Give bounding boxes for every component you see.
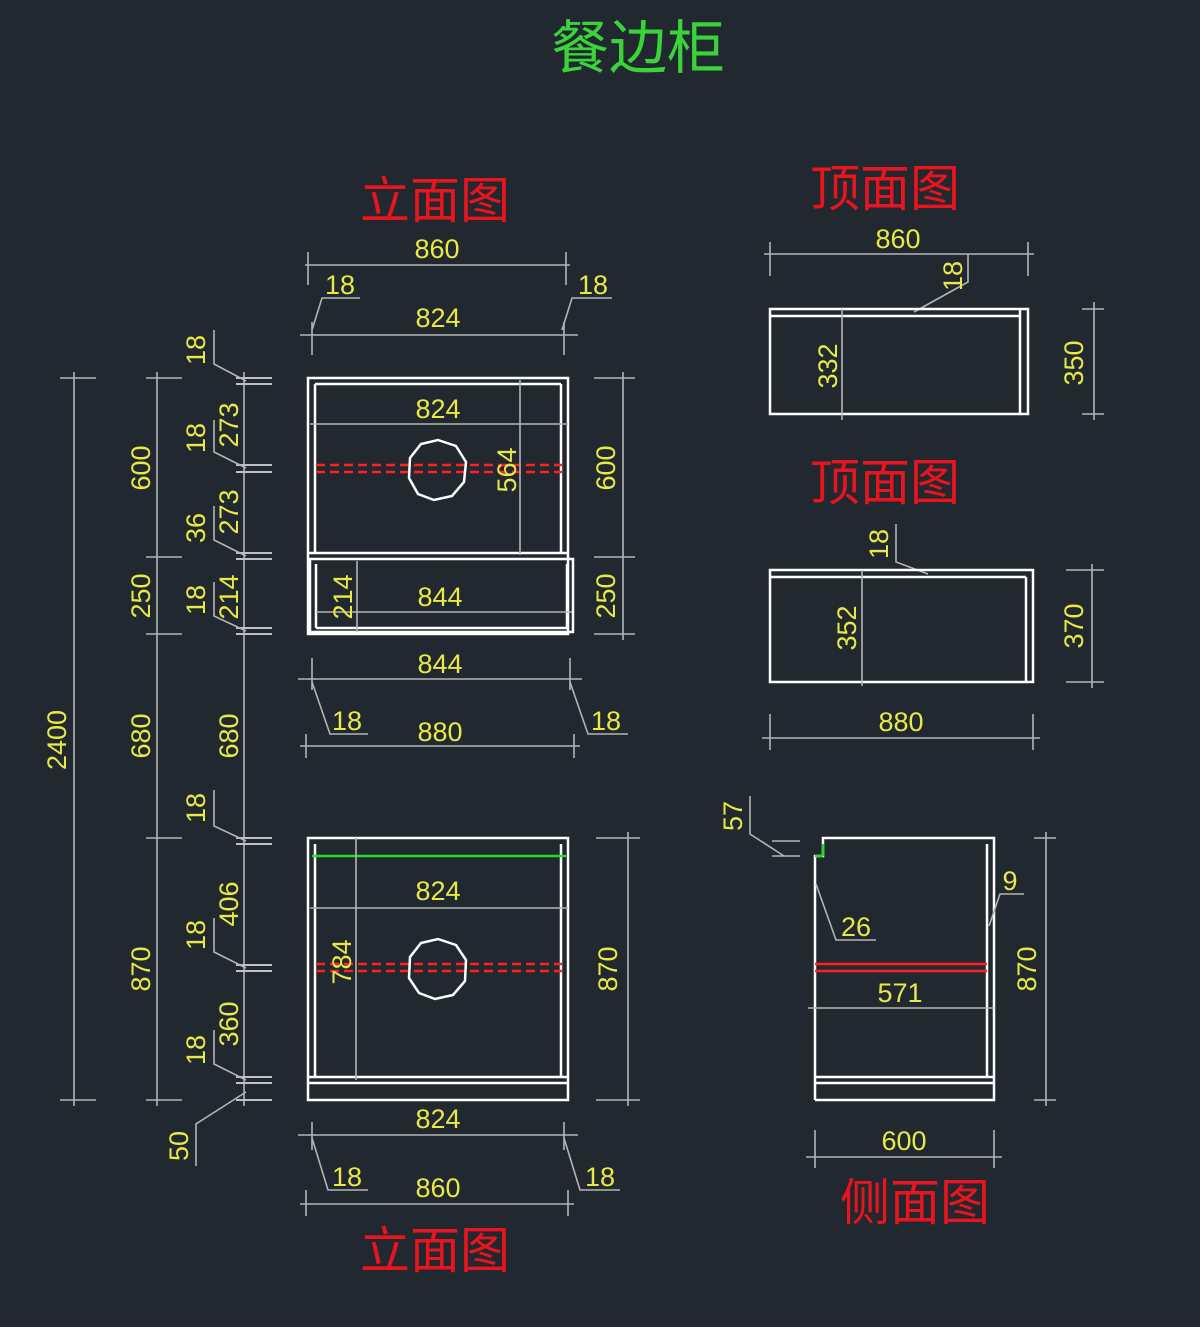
dim-l1-18d: 18 xyxy=(181,793,211,823)
dim-upper-844-bottom: 844 xyxy=(417,649,462,679)
dim-l0-406: 406 xyxy=(214,881,244,926)
lower-elevation: 824 784 870 824 18 18 860 立面图 xyxy=(298,832,640,1280)
dim-upper-824-top: 824 xyxy=(415,303,460,333)
drawing-title: 餐边柜 xyxy=(551,14,725,82)
lower-elevation-label: 立面图 xyxy=(360,1222,510,1280)
dim-upper-860: 860 xyxy=(414,234,459,264)
dim-l1-18e: 18 xyxy=(181,920,211,950)
upper-elevation: 立面图 860 18 18 824 824 xyxy=(298,172,635,758)
dim-l1-18b: 18 xyxy=(181,423,211,453)
dim-top1-860: 860 xyxy=(875,224,920,254)
top-view-2-label: 顶面图 xyxy=(810,454,960,512)
dim-l0-273b: 273 xyxy=(214,489,244,534)
dim-side-57: 57 xyxy=(718,801,748,831)
dim-lower-870-right: 870 xyxy=(593,946,623,991)
dim-l0-360: 360 xyxy=(214,1001,244,1046)
dim-l2-250: 250 xyxy=(126,573,156,618)
dim-side-600: 600 xyxy=(881,1126,926,1156)
dim-l1-18f: 18 xyxy=(181,1035,211,1065)
dim-lower-784: 784 xyxy=(327,939,357,984)
dim-upper-250-right: 250 xyxy=(591,573,621,618)
dim-upper-824-shelf: 824 xyxy=(415,394,460,424)
dim-l0-680: 680 xyxy=(214,713,244,758)
top-view-1-label: 顶面图 xyxy=(810,160,960,218)
dim-upper-214-drawer: 214 xyxy=(328,574,358,619)
dim-top2-18: 18 xyxy=(864,529,894,559)
top-view-1: 顶面图 860 18 332 350 xyxy=(764,160,1104,420)
dim-upper-18-right: 18 xyxy=(578,270,608,300)
dim-lower-18-right: 18 xyxy=(585,1162,615,1192)
dim-side-870: 870 xyxy=(1012,946,1042,991)
side-view-label: 侧面图 xyxy=(840,1174,990,1232)
side-view: 57 26 9 571 870 600 侧面图 xyxy=(718,796,1056,1232)
dim-top2-880: 880 xyxy=(878,707,923,737)
dim-lower-860: 860 xyxy=(415,1173,460,1203)
upper-elevation-label: 立面图 xyxy=(360,172,510,230)
dim-upper-844-drawer: 844 xyxy=(417,582,462,612)
dim-l1-18a: 18 xyxy=(181,335,211,365)
dim-l1-36: 36 xyxy=(181,513,211,543)
dim-top2-370: 370 xyxy=(1059,603,1089,648)
dim-side-9: 9 xyxy=(1002,866,1017,896)
dim-l0-214: 214 xyxy=(214,574,244,619)
cable-hole-lower xyxy=(407,937,468,1001)
dim-l1-50: 50 xyxy=(164,1131,194,1161)
top-view-2: 顶面图 18 352 370 880 xyxy=(762,454,1104,750)
dim-top1-332: 332 xyxy=(813,343,843,388)
dim-top2-352: 352 xyxy=(832,605,862,650)
dim-l2-680: 680 xyxy=(126,713,156,758)
cable-hole-upper xyxy=(407,438,468,502)
dim-l1-18c: 18 xyxy=(181,585,211,615)
dim-top1-350: 350 xyxy=(1059,340,1089,385)
dim-upper-564: 564 xyxy=(492,447,522,492)
dim-upper-880: 880 xyxy=(417,717,462,747)
dim-side-571: 571 xyxy=(877,978,922,1008)
dim-upper-600-right: 600 xyxy=(591,445,621,490)
dim-upper-18-bottom-left: 18 xyxy=(332,706,362,736)
dim-lower-18-left: 18 xyxy=(332,1162,362,1192)
dim-lower-824-bottom: 824 xyxy=(415,1104,460,1134)
dim-upper-18-bottom-right: 18 xyxy=(591,706,621,736)
left-dimension-chain: 2400 600 250 680 870 273 273 214 680 406… xyxy=(42,330,272,1166)
dim-l0-273a: 273 xyxy=(214,402,244,447)
dim-lower-824-shelf: 824 xyxy=(415,876,460,906)
dim-total-2400: 2400 xyxy=(42,710,72,770)
dim-l2-600: 600 xyxy=(126,445,156,490)
dim-top1-18: 18 xyxy=(938,261,968,291)
dim-side-26: 26 xyxy=(841,912,871,942)
dim-l2-870: 870 xyxy=(126,946,156,991)
dim-upper-18-left: 18 xyxy=(325,270,355,300)
